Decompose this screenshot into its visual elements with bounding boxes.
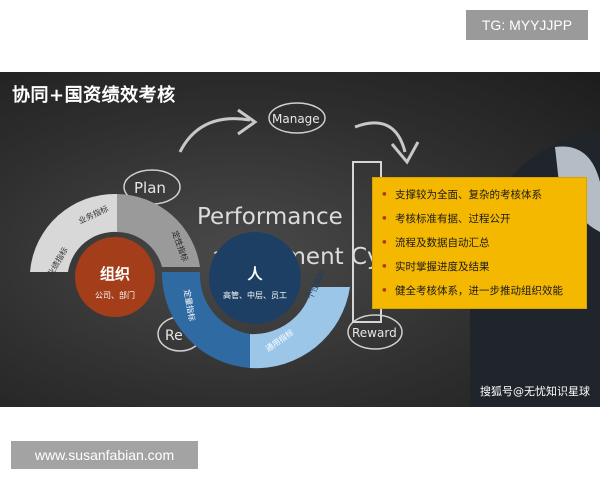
slide-title: 协同+国资绩效考核: [12, 85, 176, 106]
org-subtitle: 公司、部门: [95, 290, 135, 300]
org-circle: [75, 237, 155, 317]
bullet-text: 流程及数据自动汇总: [395, 237, 490, 249]
person-subtitle: 高管、中层、员工: [223, 290, 287, 300]
bullet-dot-icon: •: [381, 261, 388, 273]
performance-label: Performance: [197, 204, 343, 230]
bullet-dot-icon: •: [381, 213, 388, 225]
tg-label: TG: MYYJJPP: [466, 10, 588, 40]
re-label: Re: [165, 328, 183, 344]
reward-chalk-ellipse: [347, 314, 403, 350]
list-item: • 支撑较为全面、复杂的考核体系: [381, 184, 586, 208]
bullet-text: 实时掌握进度及结果: [395, 261, 490, 273]
bullet-text: 健全考核体系，进一步推动组织效能: [395, 285, 563, 297]
person-arc: [161, 272, 350, 369]
list-item: • 实时掌握进度及结果: [381, 256, 586, 280]
site-url-label: www.susanfabian.com: [11, 441, 198, 469]
org-title: 组织: [100, 265, 130, 283]
person-title: 人: [247, 265, 263, 283]
chalk-arrow-icon: [178, 108, 420, 165]
bullet-text: 考核标准有据、过程公开: [395, 213, 511, 225]
bullet-dot-icon: •: [381, 285, 388, 297]
org-arc: [30, 193, 200, 272]
bullet-dot-icon: •: [381, 189, 388, 201]
manage-chalk-ellipse: [268, 102, 326, 134]
plan-label: Plan: [134, 179, 166, 197]
source-watermark: 搜狐号@无忧知识星球: [480, 385, 590, 398]
list-item: • 考核标准有据、过程公开: [381, 208, 586, 232]
reward-label: Reward: [352, 326, 397, 340]
list-item: • 流程及数据自动汇总: [381, 232, 586, 256]
benefits-list: •支撑较为全面、复杂的考核体系 •考核标准有据、过程公开 •流程及数据自动汇总 …: [373, 178, 586, 304]
benefits-panel: •支撑较为全面、复杂的考核体系 •考核标准有据、过程公开 •流程及数据自动汇总 …: [373, 178, 586, 308]
slide-board: Manage Plan Performance anagement Cycle …: [0, 72, 600, 407]
person-circle: [209, 232, 301, 324]
manage-label: Manage: [272, 112, 320, 126]
list-item: • 健全考核体系，进一步推动组织效能: [381, 280, 586, 304]
bullet-dot-icon: •: [381, 237, 388, 249]
bullet-text: 支撑较为全面、复杂的考核体系: [395, 189, 542, 201]
